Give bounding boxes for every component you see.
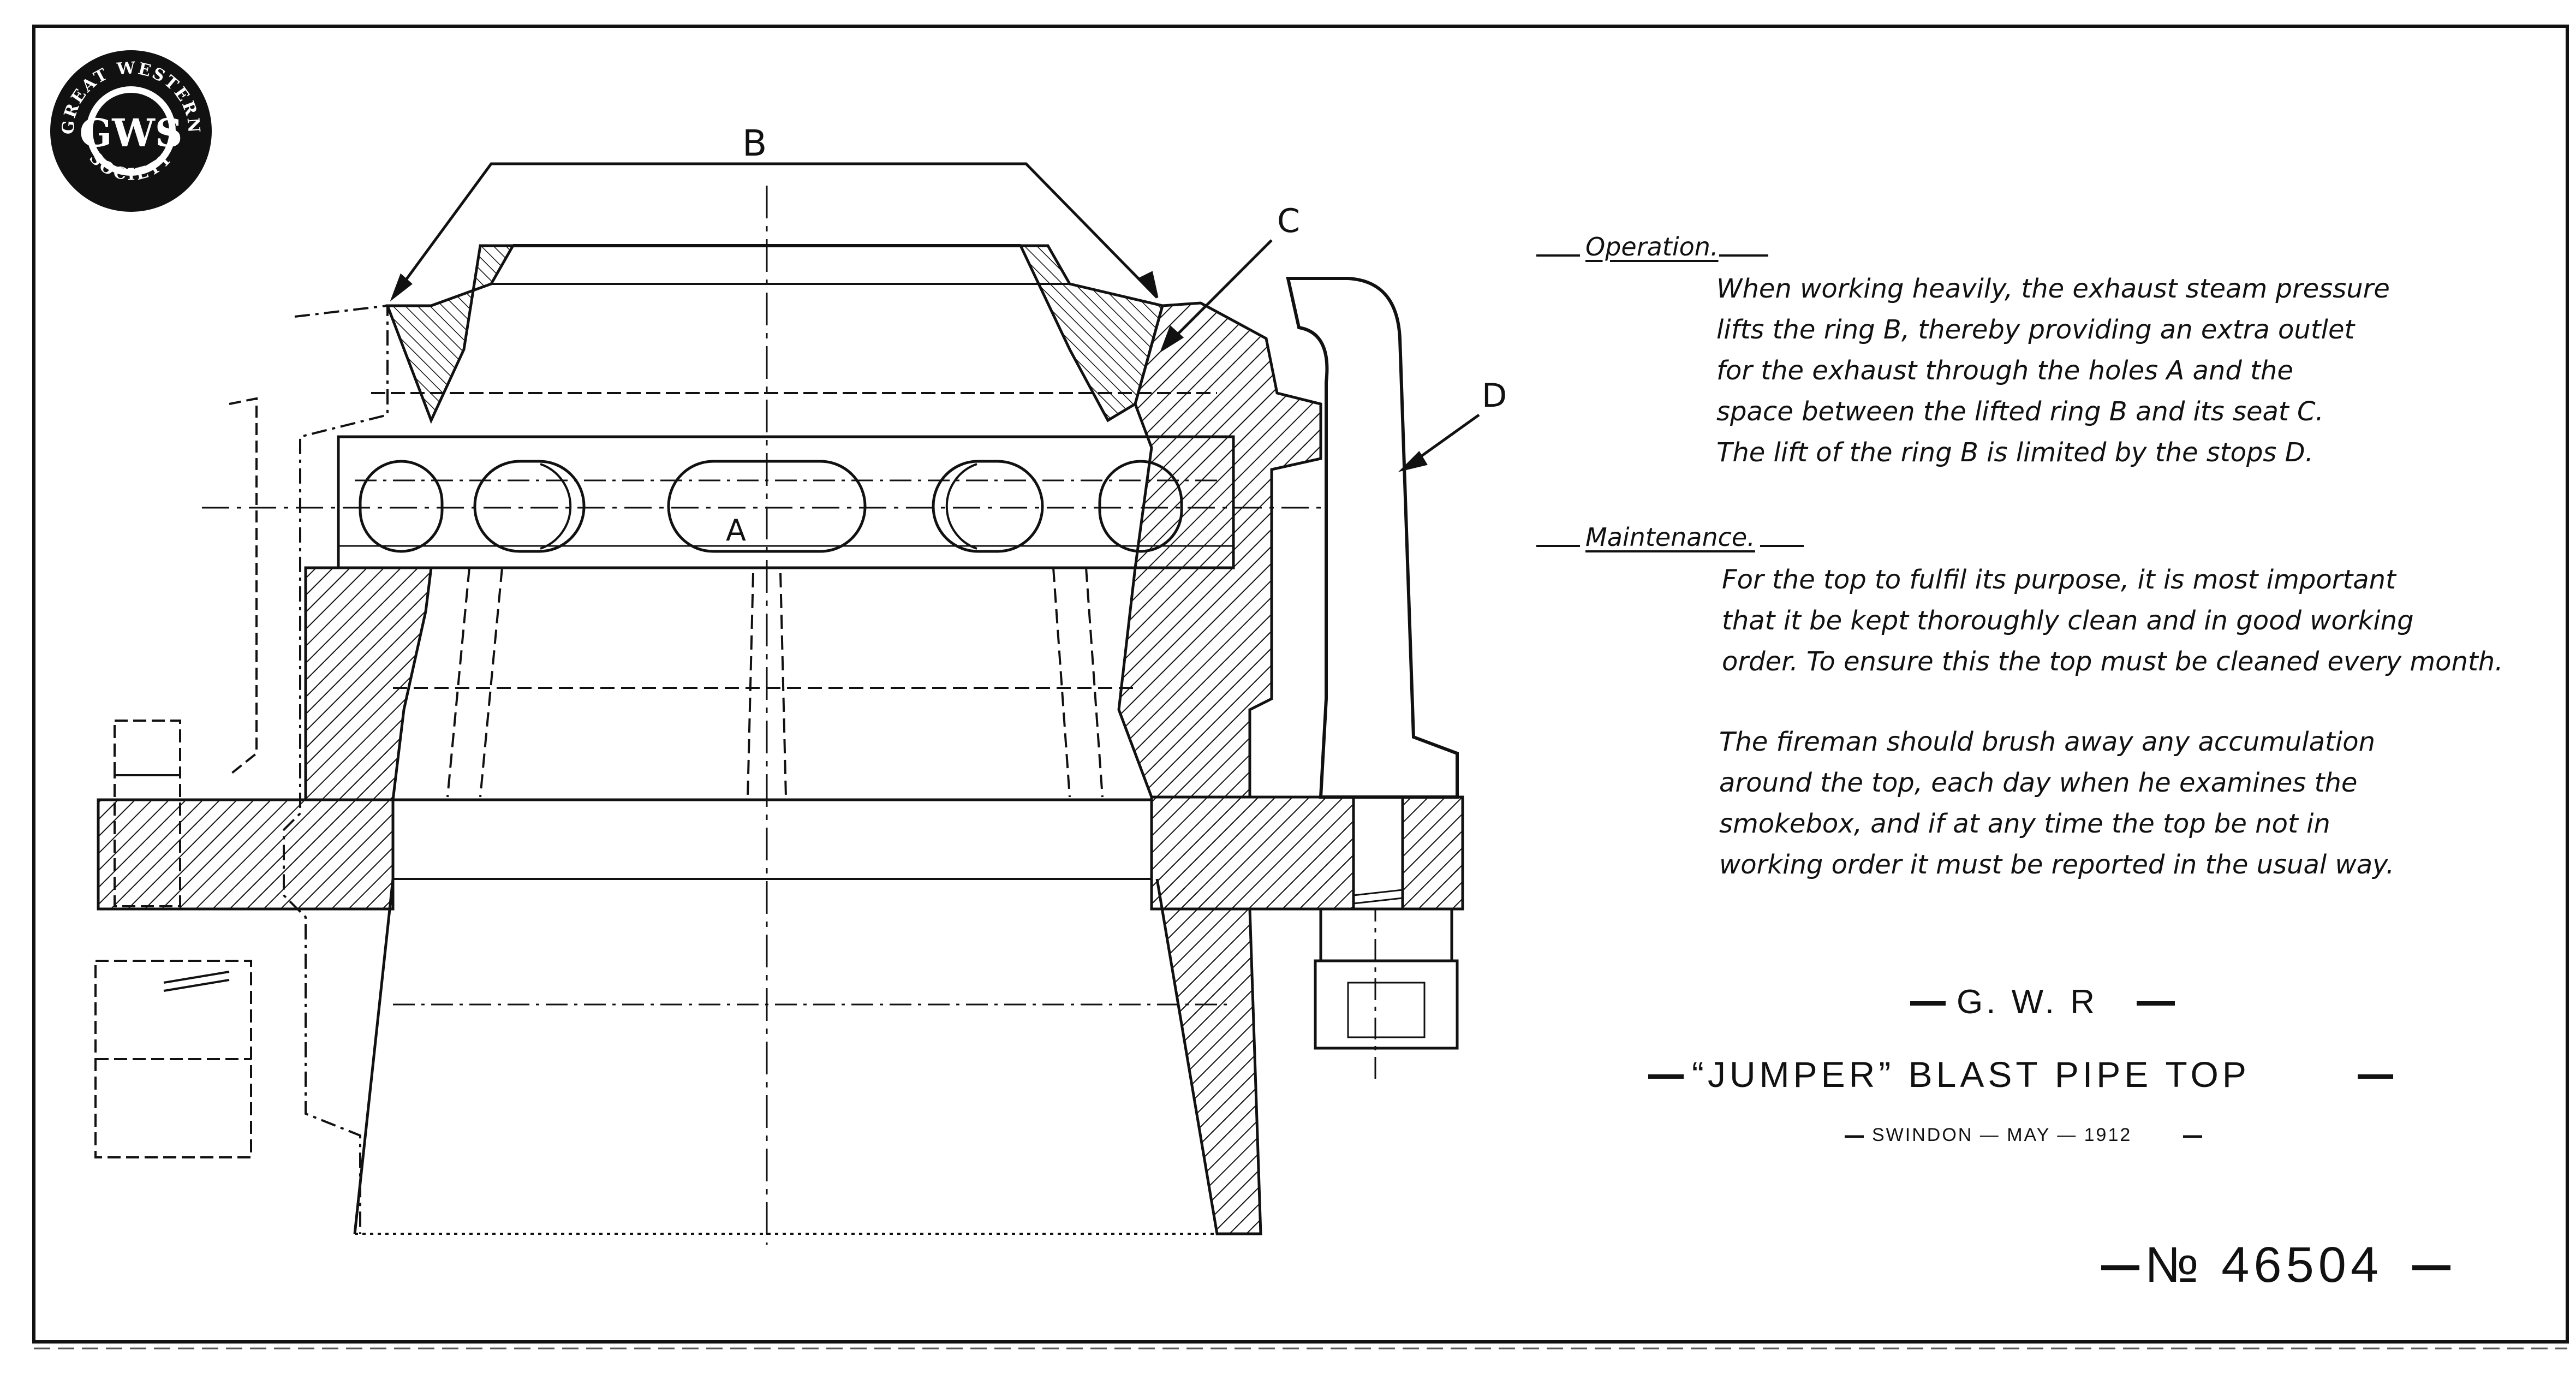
operation-notes: When working heavily, the exhaust steam …	[1716, 269, 2390, 473]
hole-a-1	[359, 460, 444, 553]
operation-line: When working heavily, the exhaust steam …	[1716, 274, 2390, 304]
operation-line: lifts the ring B, thereby providing an e…	[1716, 314, 2355, 345]
maintenance-notes: For the top to fulfil its purpose, it is…	[1722, 560, 2503, 682]
hole-a-4	[932, 460, 1044, 553]
fireman-line: working order it must be reported in the…	[1719, 849, 2395, 880]
operation-line: The lift of the ring B is limited by the…	[1716, 437, 2313, 468]
ring-b-left	[385, 244, 516, 424]
hole-a-2	[473, 460, 586, 553]
label-c: C	[1277, 202, 1300, 240]
base-flange-right	[1150, 795, 1464, 911]
ring-b-right	[1018, 244, 1165, 423]
leader-c	[1161, 239, 1273, 350]
fireman-notes: The fireman should brush away any accumu…	[1719, 722, 2394, 885]
label-b: B	[742, 122, 767, 164]
label-a: A	[726, 513, 746, 548]
nozzle-body	[337, 435, 1235, 569]
pipe-body-left-wall	[353, 878, 395, 1234]
maintenance-line: For the top to fulfil its purpose, it is…	[1722, 564, 2396, 595]
fireman-line: around the top, each day when he examine…	[1719, 768, 2358, 798]
drawing-title: “JUMPER” BLAST PIPE TOP	[1692, 1054, 2250, 1095]
company-title: G. W. R	[1957, 983, 2098, 1021]
left-nut	[94, 720, 252, 1158]
leader-b	[391, 162, 1158, 299]
logo-monogram: GWS	[80, 110, 183, 156]
hole-a-3	[667, 460, 867, 553]
fireman-line: The fireman should brush away any accumu…	[1719, 727, 2375, 757]
seat-c-casting	[1117, 301, 1322, 799]
right-nut	[1314, 907, 1459, 1050]
hole-a-5	[1098, 460, 1183, 553]
label-d: D	[1482, 377, 1507, 415]
maintenance-line: that it be kept thoroughly clean and in …	[1722, 605, 2414, 636]
blast-pipe-top-section	[94, 162, 1480, 1245]
fireman-line: smokebox, and if at any time the top be …	[1719, 809, 2330, 839]
inner-cone-hidden-lines	[393, 567, 1135, 798]
gws-society-logo: GREAT WESTERN SOCIETY GWS	[50, 50, 212, 212]
operation-heading: Operation.	[1585, 232, 1719, 261]
operation-line: space between the lifted ring B and its …	[1716, 396, 2324, 427]
place-date: SWINDON — MAY — 1912	[1872, 1125, 2132, 1145]
maintenance-heading: Maintenance.	[1585, 522, 1755, 552]
operation-line: for the exhaust through the holes A and …	[1716, 355, 2293, 386]
sheet-border	[32, 25, 2569, 1344]
pipe-body-right-wall	[1155, 878, 1262, 1235]
drawing-number: № 46504	[2145, 1237, 2383, 1293]
exhaust-holes-a	[359, 460, 1183, 553]
seat-c-casting-left	[304, 566, 433, 801]
left-outer-wall	[228, 397, 258, 776]
stop-d-bracket	[1286, 277, 1459, 799]
maintenance-line: order. To ensure this the top must be cl…	[1722, 646, 2503, 677]
base-flange-left	[97, 798, 395, 911]
